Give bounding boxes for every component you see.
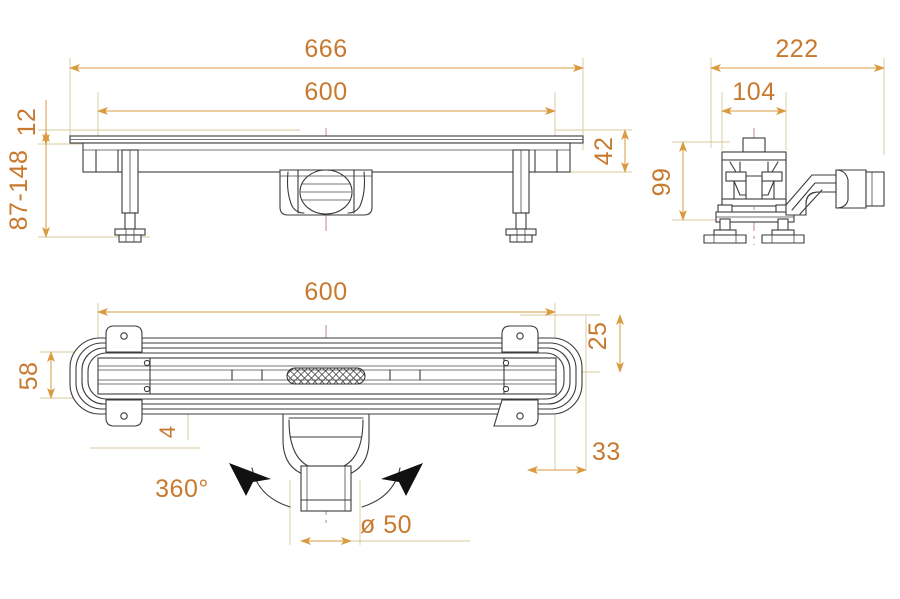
dimension-50-label: ø 50	[360, 511, 412, 539]
dimension-33: 33	[527, 438, 621, 474]
rotation-arrow-left	[229, 463, 271, 496]
plan-rail-screws	[143, 359, 510, 393]
dimension-12-label: 12	[13, 108, 41, 137]
dimension-87-148-label: 87-148	[5, 150, 33, 231]
dimension-600-top: 600	[97, 78, 556, 115]
dimension-99: 99	[648, 141, 687, 221]
plan-mounting-tab-top-left	[105, 325, 143, 353]
dimension-222: 222	[710, 35, 885, 72]
front-leg-left	[114, 149, 146, 243]
dimension-58: 58	[15, 351, 55, 399]
plan-mounting-tab-top-right	[501, 325, 539, 353]
view-plan: 600 58 25 33 4	[15, 278, 624, 545]
plan-mounting-tab-bottom-left	[105, 399, 143, 427]
dimension-104: 104	[721, 78, 787, 115]
front-channel-body	[82, 142, 571, 173]
dimension-diameter-50: ø 50	[300, 511, 470, 545]
dimension-600-plan: 600	[97, 278, 556, 316]
front-leg-right	[505, 149, 537, 243]
dimension-4-label: 4	[155, 426, 180, 438]
rotation-arrow-right	[381, 463, 423, 496]
dimension-600-plan-label: 600	[304, 278, 347, 306]
dimension-87-148: 87-148	[5, 131, 50, 238]
plan-outlet-pipe	[300, 465, 352, 512]
dimension-99-label: 99	[648, 168, 676, 197]
side-outlet-pipe	[785, 169, 885, 216]
dimension-666: 666	[69, 35, 584, 72]
plan-hair-strainer	[286, 367, 366, 385]
view-front-elevation: 666 600 12 87-148 42	[5, 35, 632, 243]
rotation-360-label: 360°	[155, 475, 209, 503]
plan-mounting-tab-bottom-right	[493, 399, 539, 427]
side-top-stub	[742, 137, 766, 153]
view-side-section: 222 104 99	[648, 35, 885, 245]
dimension-12: 12	[13, 100, 50, 145]
front-siphon-housing	[279, 169, 373, 216]
dimension-600-top-label: 600	[304, 78, 347, 106]
dimension-25: 25	[584, 314, 624, 373]
dimension-666-label: 666	[304, 35, 347, 63]
front-flange-plate	[69, 135, 584, 144]
dimension-42: 42	[590, 129, 629, 173]
dimension-58-label: 58	[15, 362, 43, 391]
dimension-33-label: 33	[592, 438, 621, 466]
plan-rotation-indicator: 360°	[155, 463, 423, 508]
plan-siphon-bowl	[282, 413, 370, 479]
dimension-42-label: 42	[590, 137, 618, 166]
dimension-222-label: 222	[775, 35, 818, 63]
dimension-104-label: 104	[732, 78, 775, 106]
side-body	[721, 151, 787, 207]
dimension-25-label: 25	[584, 322, 612, 351]
